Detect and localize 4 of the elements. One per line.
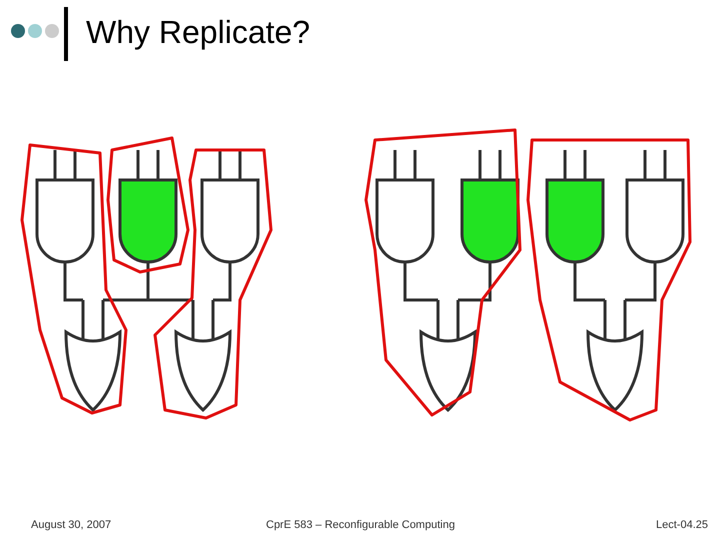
slide-number: Lect-04.25 — [656, 519, 708, 531]
course-name-text: CprE 583 – Reconfigurable Computing — [266, 519, 455, 531]
slide-title: Why Replicate? — [86, 14, 310, 51]
date-text: August 30, 2007 — [31, 519, 112, 531]
